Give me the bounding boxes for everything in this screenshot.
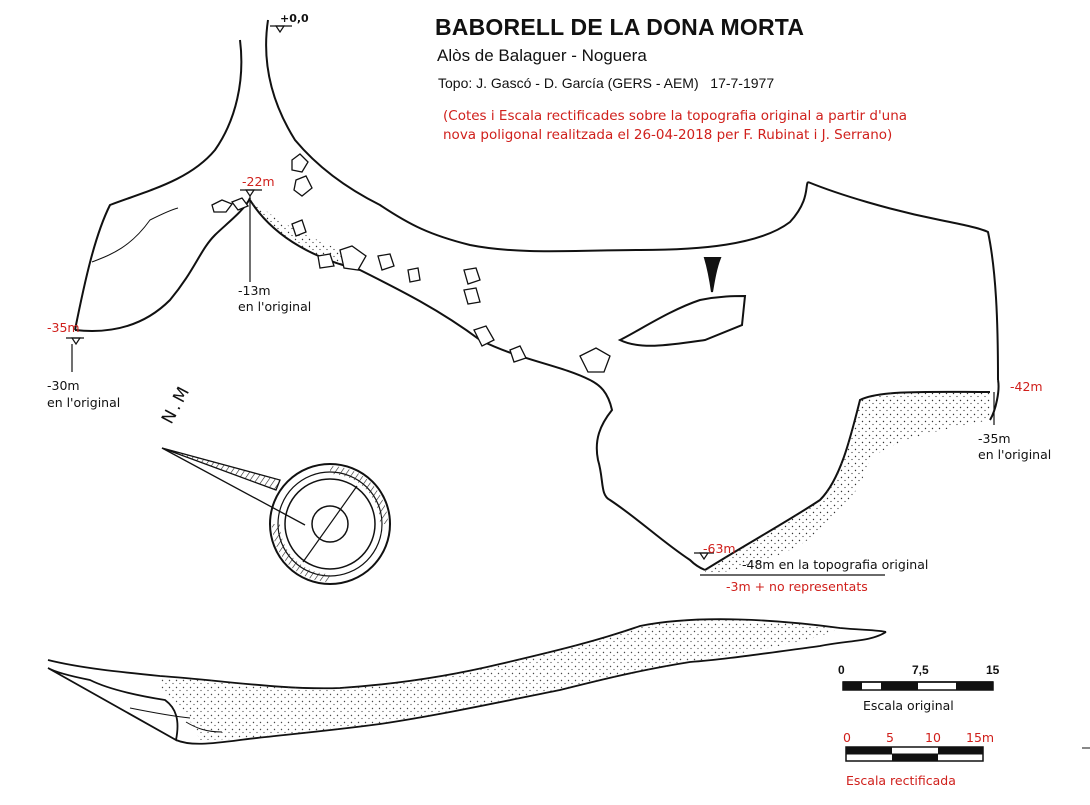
scale-original-tick-mid: 7,5 [912, 663, 929, 677]
scale-corrected-tick-0: 0 [843, 730, 851, 745]
sediment-fill-right [705, 391, 990, 575]
correction-note-line-1: (Cotes i Escala rectificades sobre la to… [443, 108, 908, 124]
depth-label-b-original-note: en l'original [47, 395, 121, 410]
page-subtitle: Alòs de Balaguer - Noguera [437, 46, 647, 65]
depth-label-d-note: -3m + no representats [726, 579, 868, 594]
page-title: BABORELL DE LA DONA MORTA [435, 14, 805, 40]
depth-label-c-original: -35m [978, 431, 1011, 446]
depth-label-b-original: -30m [47, 378, 80, 393]
depth-label-a-original: -13m [238, 283, 271, 298]
boulders [211, 153, 611, 373]
depth-label-c-original-note: en l'original [978, 447, 1052, 462]
depth-label-a-corrected: -22m [242, 174, 275, 189]
depth-label-d-corrected: -63m [703, 541, 736, 556]
scale-original-tick-0: 0 [838, 663, 845, 677]
scale-original-caption: Escala original [863, 698, 954, 713]
scale-corrected-tick-10: 10 [925, 730, 941, 745]
scale-bar-original [842, 681, 994, 691]
scale-corrected-tick-5: 5 [886, 730, 894, 745]
north-arrow [161, 447, 391, 585]
scale-original-tick-end: 15 [986, 663, 1000, 677]
scale-corrected-caption: Escala rectificada [846, 773, 956, 788]
scale-corrected-tick-15: 15m [966, 730, 995, 745]
correction-note-line-2: nova poligonal realitzada el 26-04-2018 … [443, 127, 893, 143]
depth-label-a-original-note: en l'original [238, 299, 312, 314]
scale-bar-corrected [845, 746, 984, 762]
depth-label-c-corrected: -42m [1010, 379, 1043, 394]
depth-label-entrance: +0,0 [280, 12, 309, 25]
depth-markers [66, 25, 995, 576]
depth-label-d-original: -48m en la topografia original [742, 557, 929, 572]
depth-label-b-corrected: -35m [47, 320, 80, 335]
passage-outline [249, 199, 991, 571]
topo-credit: Topo: J. Gascó - D. García (GERS - AEM) … [438, 75, 775, 91]
sediment-fill-upper [250, 200, 360, 270]
plan-view-fill [160, 619, 840, 740]
entrance-shaft-outline [74, 19, 1000, 421]
